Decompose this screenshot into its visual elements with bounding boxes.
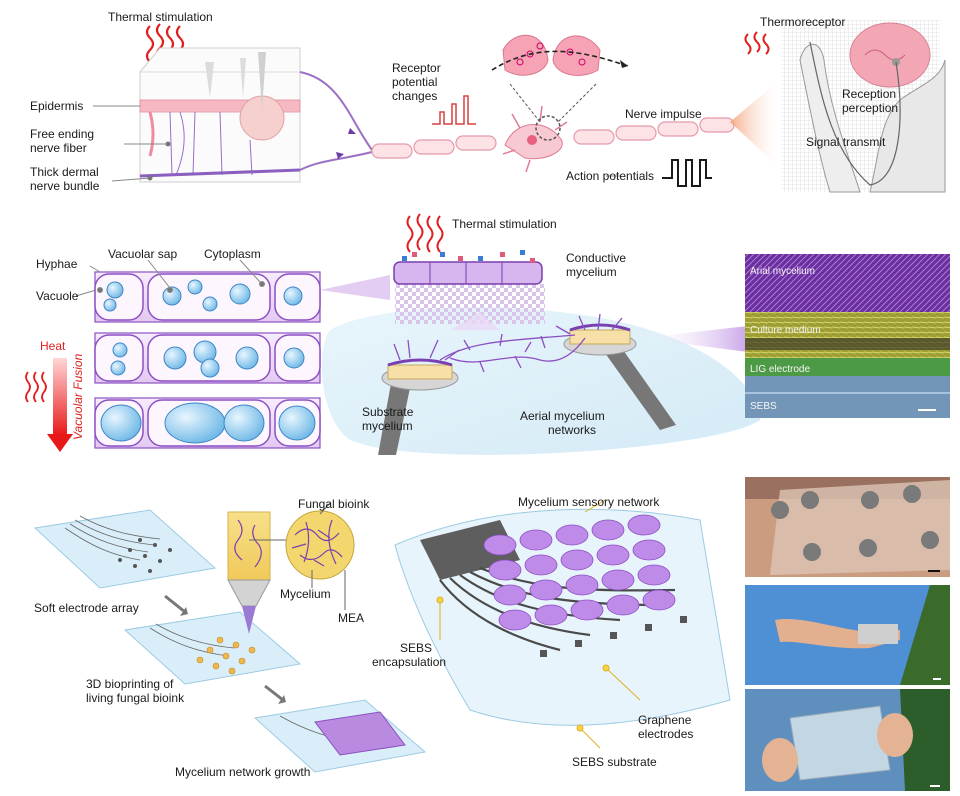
heat-waves-icon	[25, 371, 47, 403]
soft-electrode-array	[33, 509, 217, 589]
label-thermoreceptor: Thermoreceptor	[760, 15, 845, 29]
label-reception-2: perception	[842, 101, 898, 115]
hyphae-row-1	[94, 271, 321, 323]
fungal-bioink-circle	[285, 502, 355, 610]
synapse-zoom	[491, 34, 629, 123]
zoom-cone	[640, 326, 748, 352]
substrate-mycelium-2	[563, 323, 676, 430]
panel-c	[33, 477, 950, 791]
panel-a	[93, 20, 946, 193]
aerial-mycelium-network	[393, 313, 623, 373]
hyphae-row-2	[94, 332, 321, 384]
zoom-cone	[730, 78, 782, 170]
action-potentials-waveform	[662, 159, 712, 187]
label-substrate-2: mycelium	[362, 419, 413, 433]
label-receptor-2: potential	[392, 75, 437, 89]
label-aerial-2: networks	[548, 423, 596, 437]
label-substrate-1: Substrate	[362, 405, 414, 419]
label-graphene-1: Graphene	[638, 713, 692, 727]
label-vacuolar-fusion: Vacuolar Fusion	[71, 353, 85, 440]
label-bioprinting-2: living fungal bioink	[86, 691, 185, 705]
label-thermal-stimulation-b: Thermal stimulation	[452, 217, 557, 231]
heat-arrow	[53, 358, 67, 436]
labels: Thermal stimulation Epidermis Free endin…	[30, 10, 898, 779]
heat-waves-icon	[406, 213, 444, 253]
label-fungal-bioink: Fungal bioink	[298, 497, 370, 511]
label-signal-transmit: Signal transmit	[806, 135, 886, 149]
culture-sheet	[321, 307, 760, 455]
skin-block	[139, 47, 301, 183]
label-receptor-3: changes	[392, 89, 437, 103]
label-graphene-2: electrodes	[638, 727, 693, 741]
label-action-potentials: Action potentials	[566, 169, 654, 183]
sem-label-sebs: SEBS	[750, 401, 777, 412]
label-conductive-2: mycelium	[566, 265, 617, 279]
person-silhouette	[782, 20, 946, 193]
sem-label-culture-medium: Culture medium	[750, 325, 821, 336]
label-conductive-1: Conductive	[566, 251, 626, 265]
mycelium-tufts	[483, 514, 676, 631]
network-growth-sheet	[253, 699, 427, 773]
bioprinter-nozzle	[227, 511, 296, 634]
photo-hand-sky	[745, 585, 950, 685]
photo-flexible-sheet	[745, 689, 950, 791]
sem-label-arial-mycelium: Arial mycelium	[750, 266, 815, 277]
sem-label-lig-electrode: LIG electrode	[750, 364, 810, 375]
label-sebs-enc-1: SEBS	[400, 641, 432, 655]
sem-image	[745, 254, 950, 418]
label-receptor-1: Receptor	[392, 61, 441, 75]
panel-b	[25, 213, 950, 455]
label-cytoplasm: Cytoplasm	[204, 247, 261, 261]
label-free-ending-1: Free ending	[30, 127, 94, 141]
label-soft-electrode-array: Soft electrode array	[34, 601, 139, 615]
conductive-mycelium	[393, 250, 545, 324]
label-thick-dermal-1: Thick dermal	[30, 165, 99, 179]
label-hyphae: Hyphae	[36, 257, 78, 271]
label-thermal-stimulation-a: Thermal stimulation	[108, 10, 213, 24]
label-heat: Heat	[40, 339, 66, 353]
neuron-cell	[502, 105, 568, 173]
mycelium-sensory-array	[394, 499, 731, 749]
label-nerve-impulse: Nerve impulse	[625, 107, 702, 121]
label-sebs-enc-2: encapsulation	[372, 655, 446, 669]
label-thick-dermal-2: nerve bundle	[30, 179, 100, 193]
label-mycelium: Mycelium	[280, 587, 331, 601]
receptor-potential-waveform	[432, 95, 476, 125]
label-vacuolar-sap: Vacuolar sap	[108, 247, 177, 261]
label-reception-1: Reception	[842, 87, 896, 101]
heat-waves-icon	[744, 31, 770, 55]
bioprinting-sheet	[123, 611, 302, 685]
nerve-fiber	[371, 117, 735, 159]
label-sensory-network: Mycelium sensory network	[518, 495, 660, 509]
substrate-mycelium	[378, 358, 459, 455]
hyphae-row-3	[94, 397, 321, 449]
label-vacuole: Vacuole	[36, 289, 79, 303]
label-free-ending-2: nerve fiber	[30, 141, 87, 155]
label-sebs-substrate: SEBS substrate	[572, 755, 657, 769]
zoom-cone	[320, 275, 390, 300]
label-aerial-1: Aerial mycelium	[520, 409, 605, 423]
label-mea: MEA	[338, 611, 364, 625]
photo-forearm	[745, 477, 950, 577]
label-network-growth: Mycelium network growth	[175, 765, 310, 779]
label-bioprinting-1: 3D bioprinting of	[86, 677, 174, 691]
label-epidermis: Epidermis	[30, 99, 83, 113]
